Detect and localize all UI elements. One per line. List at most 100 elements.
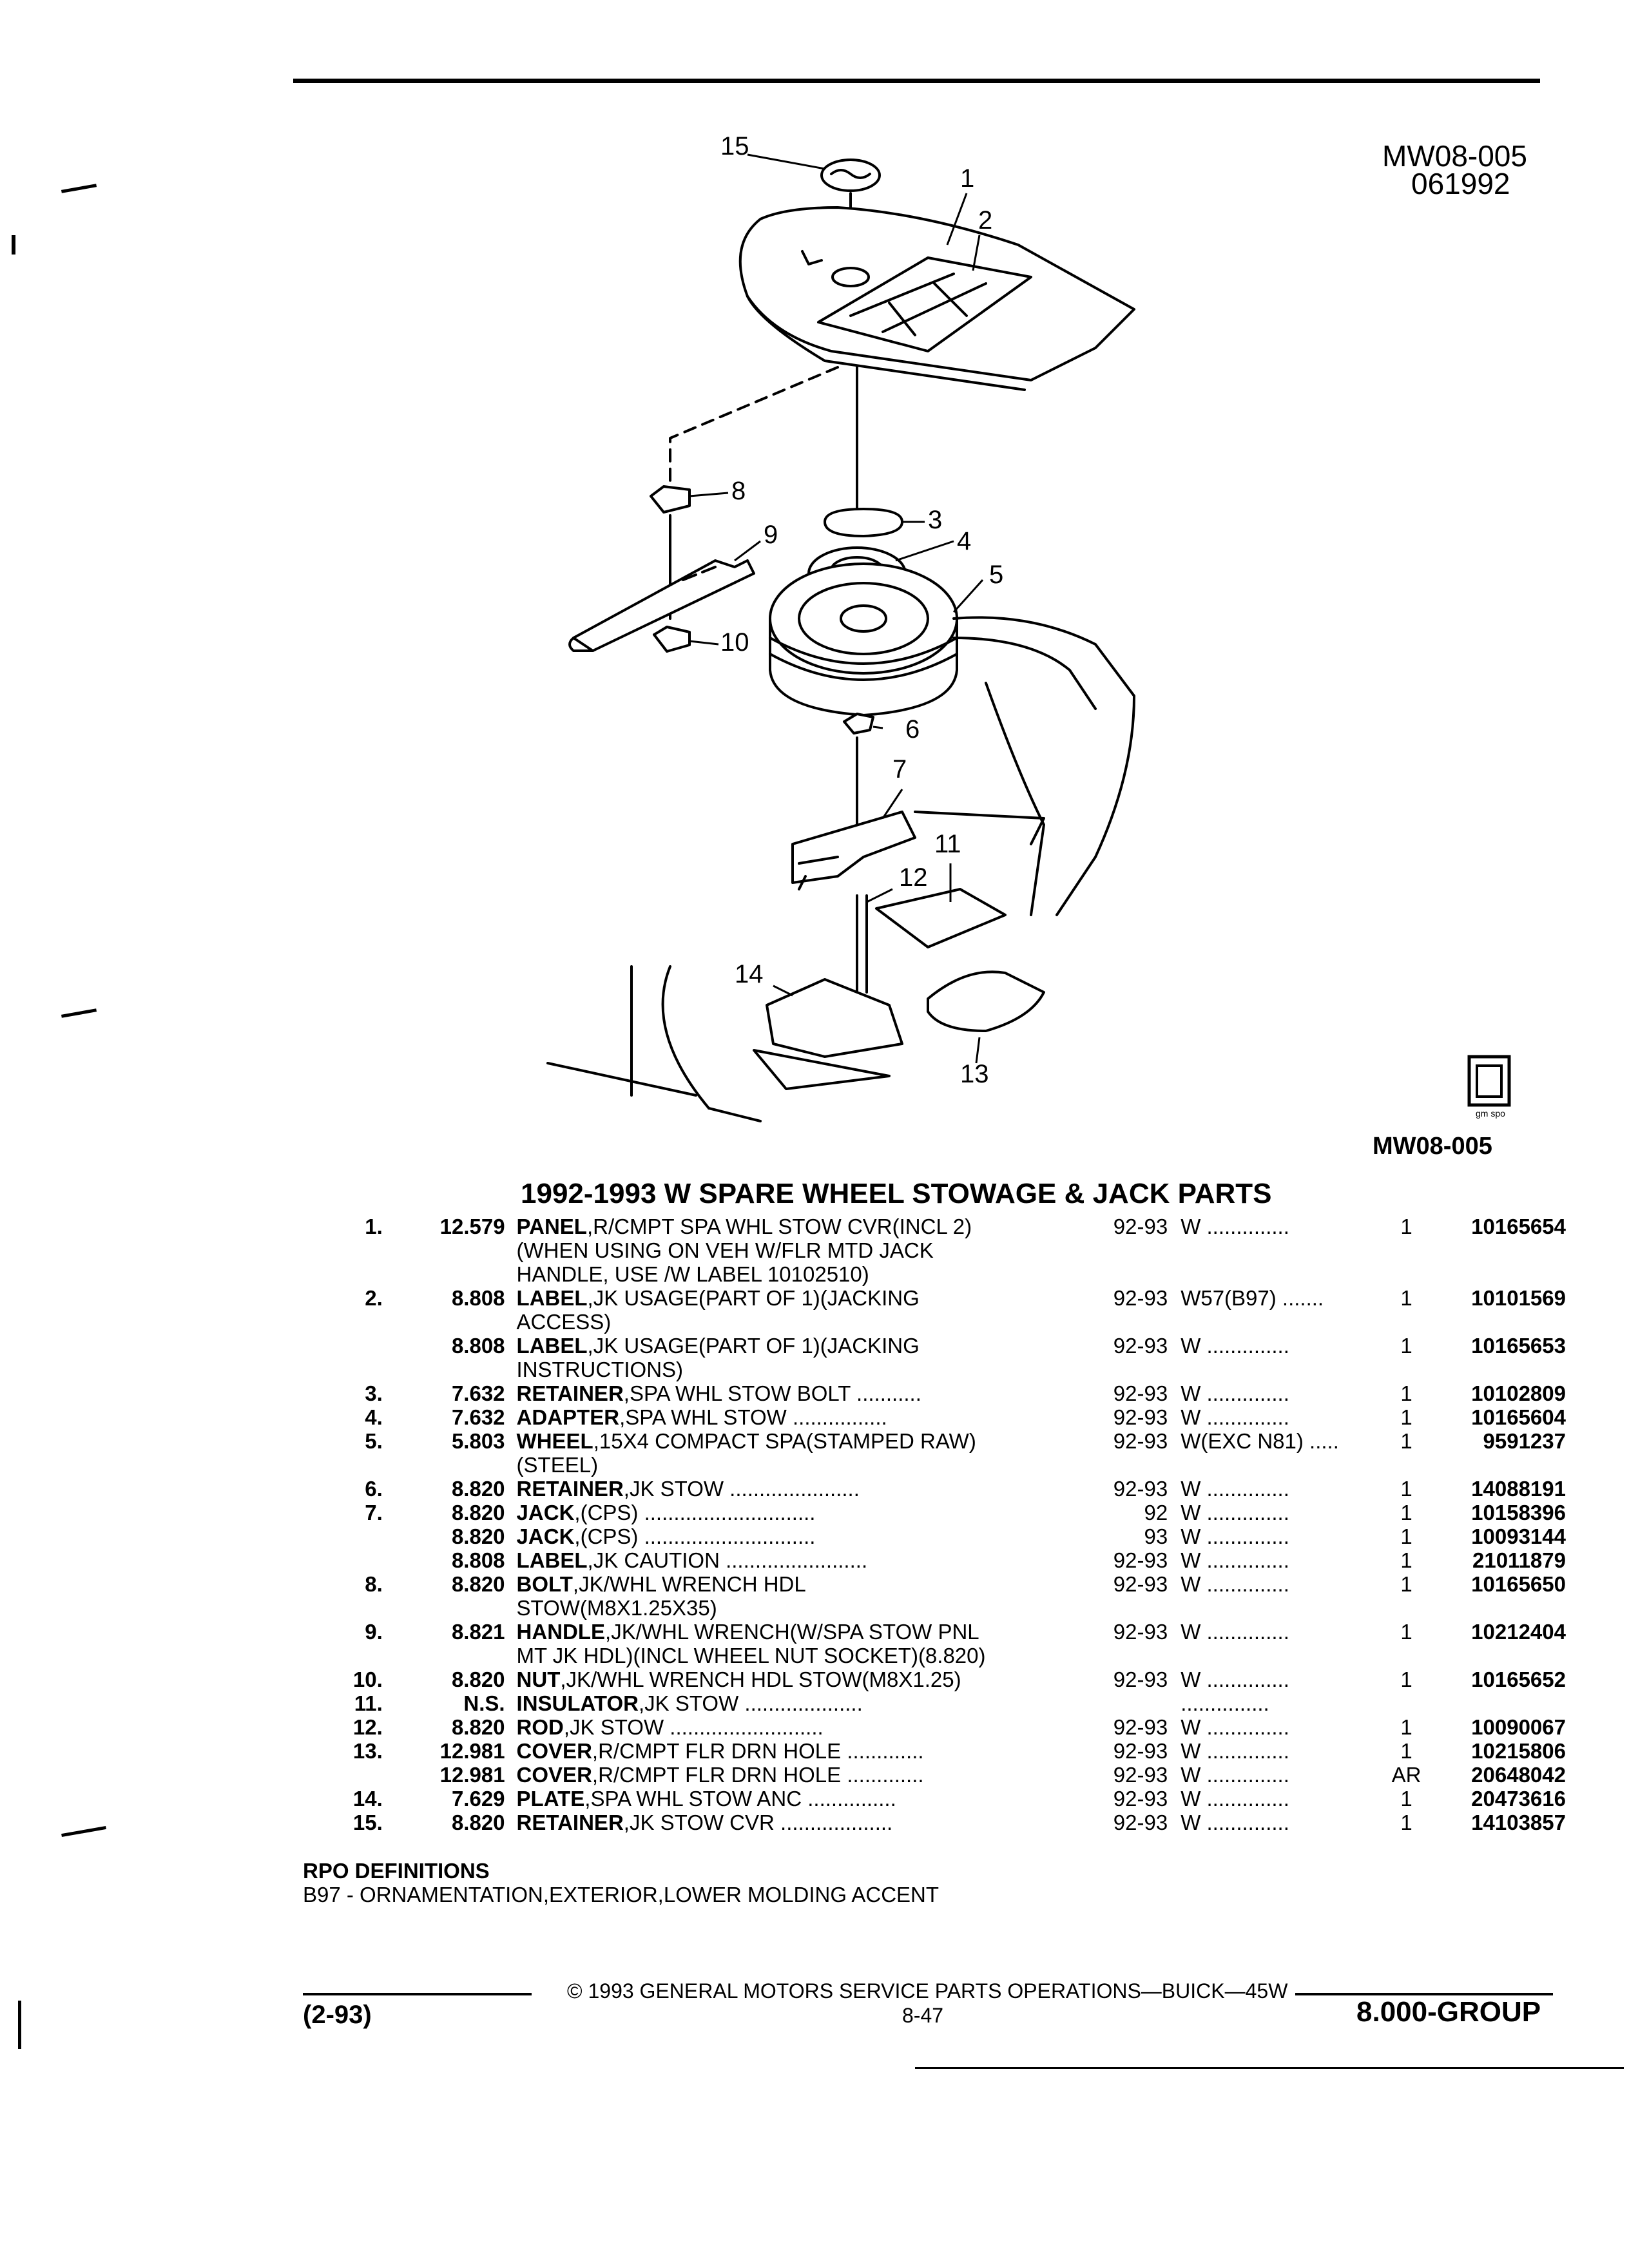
item-number bbox=[309, 1763, 392, 1787]
part-name: ROD bbox=[516, 1715, 564, 1739]
item-number: 6. bbox=[365, 1477, 383, 1501]
callout-13: 13 bbox=[960, 1060, 989, 1088]
quantity: 1 bbox=[1400, 1286, 1412, 1310]
part-detail-continued: INSTRUCTIONS) bbox=[516, 1358, 684, 1381]
part-description: PLATE,SPA WHL STOW ANC ............... bbox=[517, 1787, 1084, 1811]
part-description: RETAINER,SPA WHL STOW BOLT ........... bbox=[517, 1381, 1084, 1405]
quantity: 1 bbox=[1400, 1501, 1412, 1524]
part-description: NUT,JK/WHL WRENCH HDL STOW(M8X1.25) bbox=[517, 1667, 1084, 1691]
part-detail: ,(CPS) ............................. bbox=[574, 1524, 816, 1548]
group-number: 7.632 bbox=[451, 1405, 505, 1429]
group-number: 8.820 bbox=[451, 1667, 505, 1691]
item-number: 9. bbox=[365, 1620, 383, 1644]
margin-mark bbox=[61, 1825, 106, 1838]
part-number: 10165652 bbox=[1471, 1667, 1566, 1691]
part-detail: ,JK USAGE(PART OF 1)(JACKING bbox=[587, 1334, 920, 1358]
part-name: PLATE bbox=[516, 1787, 585, 1811]
parts-row: 11.N.S.INSULATOR,JK STOW ...............… bbox=[309, 1691, 1566, 1715]
parts-table: 1. 12.579 PANEL,R/CMPT SPA WHL STOW CVR(IN… bbox=[309, 1215, 1566, 1834]
model-years: 92-93 bbox=[1113, 1739, 1168, 1763]
quantity: 1 bbox=[1400, 1715, 1412, 1739]
page-number: 8-47 bbox=[902, 2004, 944, 2027]
top-rule bbox=[293, 79, 1540, 83]
part-detail-continued: (STEEL) bbox=[516, 1453, 599, 1477]
illustration-code: MW08-005 bbox=[1382, 139, 1527, 173]
series: W .............. bbox=[1181, 1334, 1289, 1358]
part-detail-continued: MT JK HDL)(INCL WHEEL NUT SOCKET)(8.820) bbox=[516, 1644, 986, 1667]
model-years: 92-93 bbox=[1113, 1286, 1168, 1310]
footer-rule-left bbox=[303, 1993, 532, 1995]
model-years: 93 bbox=[1144, 1524, 1168, 1548]
part-description: WHEEL,15X4 COMPACT SPA(STAMPED RAW)(STEE… bbox=[517, 1429, 1084, 1477]
part-detail: ,JK/WHL WRENCH HDL bbox=[572, 1572, 806, 1596]
quantity: AR bbox=[1391, 1763, 1422, 1787]
group-number: 8.820 bbox=[451, 1811, 505, 1834]
quantity: 1 bbox=[1400, 1381, 1412, 1405]
part-description: JACK,(CPS) ............................. bbox=[517, 1501, 1084, 1524]
model-years: 92-93 bbox=[1113, 1811, 1168, 1834]
part-detail: ,JK/WHL WRENCH(W/SPA STOW PNL bbox=[605, 1620, 979, 1644]
item-number: 14. bbox=[352, 1787, 383, 1811]
item-number: 2. bbox=[365, 1286, 383, 1310]
part-detail: ,JK STOW CVR ................... bbox=[623, 1811, 893, 1834]
model-years: 92-93 bbox=[1113, 1667, 1168, 1691]
gmspo-logo-text: gm spo bbox=[1476, 1108, 1505, 1119]
part-number bbox=[1433, 1691, 1566, 1715]
part-description: INSULATOR,JK STOW .................... bbox=[517, 1691, 1084, 1715]
item-number: 5. bbox=[365, 1429, 383, 1453]
group-number: 8.820 bbox=[451, 1572, 505, 1596]
callout-9: 9 bbox=[764, 521, 778, 549]
quantity bbox=[1380, 1691, 1432, 1715]
quantity: 1 bbox=[1400, 1787, 1412, 1811]
part-detail: ,R/CMPT SPA WHL STOW CVR(INCL 2) bbox=[586, 1215, 972, 1238]
callout-10: 10 bbox=[720, 628, 749, 657]
quantity: 1 bbox=[1400, 1405, 1412, 1429]
quantity: 1 bbox=[1400, 1334, 1412, 1358]
model-years: 92-93 bbox=[1113, 1429, 1168, 1453]
bottom-rule bbox=[915, 2067, 1624, 2069]
item-number: 3. bbox=[365, 1381, 383, 1405]
group-number: 8.820 bbox=[451, 1477, 505, 1501]
part-detail: ,JK/WHL WRENCH HDL STOW(M8X1.25) bbox=[560, 1667, 961, 1691]
part-description: PANEL,R/CMPT SPA WHL STOW CVR(INCL 2)(WH… bbox=[517, 1215, 1084, 1286]
part-detail: ,15X4 COMPACT SPA(STAMPED RAW) bbox=[593, 1429, 976, 1453]
rpo-definition: B97 - ORNAMENTATION,EXTERIOR,LOWER MOLDI… bbox=[303, 1883, 940, 1907]
group-number: 8.820 bbox=[451, 1715, 505, 1739]
item-number: 1. bbox=[365, 1215, 383, 1238]
part-detail: ,R/CMPT FLR DRN HOLE ............. bbox=[592, 1763, 924, 1787]
model-years: 92-93 bbox=[1113, 1334, 1168, 1358]
item-number: 10. bbox=[352, 1667, 383, 1691]
part-number: 10090067 bbox=[1471, 1715, 1566, 1739]
series: W .............. bbox=[1181, 1524, 1289, 1548]
model-years: 92-93 bbox=[1113, 1620, 1168, 1644]
part-number: 20473616 bbox=[1471, 1787, 1566, 1811]
series: ............... bbox=[1181, 1691, 1269, 1715]
part-description: JACK,(CPS) ............................. bbox=[517, 1524, 1084, 1548]
item-number: 4. bbox=[365, 1405, 383, 1429]
exploded-parts-diagram bbox=[546, 153, 1511, 1122]
part-detail: ,JK STOW .......................... bbox=[563, 1715, 824, 1739]
part-number: 20648042 bbox=[1471, 1763, 1566, 1787]
revision-date: (2-93) bbox=[303, 2001, 372, 2029]
group-number: 12.579 bbox=[439, 1215, 505, 1238]
part-name: LABEL bbox=[516, 1548, 588, 1572]
margin-mark bbox=[18, 2001, 21, 2049]
rpo-heading: RPO DEFINITIONS bbox=[303, 1859, 490, 1883]
group-number: 8.820 bbox=[451, 1501, 505, 1524]
part-detail: ,JK CAUTION ........................ bbox=[587, 1548, 868, 1572]
series: W .............. bbox=[1181, 1381, 1289, 1405]
part-detail-continued: STOW(M8X1.25X35) bbox=[516, 1596, 717, 1620]
part-number: 10102809 bbox=[1471, 1381, 1566, 1405]
part-number: 9591237 bbox=[1483, 1429, 1566, 1453]
item-number: 15. bbox=[352, 1811, 383, 1834]
callout-4: 4 bbox=[957, 527, 972, 555]
item-number bbox=[309, 1548, 392, 1572]
